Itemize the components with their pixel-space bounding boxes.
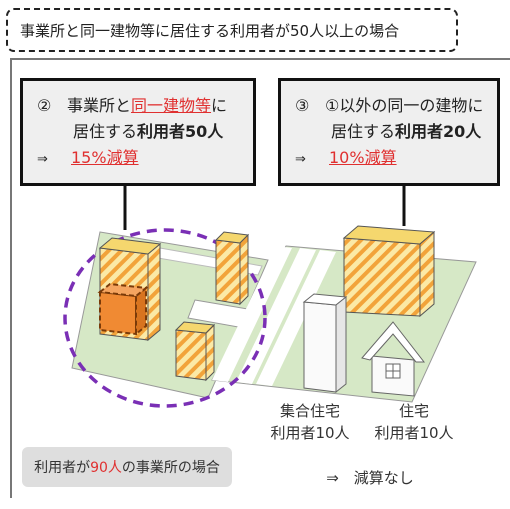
pill-text-a: 利用者が xyxy=(34,460,91,476)
building-right xyxy=(343,237,421,317)
street-stripe-1 xyxy=(212,246,292,382)
header-box: 事業所と同一建物等に居住する利用者が50人以上の場合 xyxy=(6,8,458,52)
callout-right: ③ ①以外の同一の建物に 居住する利用者20人 ⇒ 10%減算 xyxy=(278,78,500,186)
callout-left-line1a: 事業所と xyxy=(67,96,132,115)
callout-left: ② 事業所と同一建物等に 居住する利用者50人 ⇒ 15%減算 xyxy=(20,78,256,186)
street-stripe-2 xyxy=(236,248,316,384)
building-small-1 xyxy=(215,239,241,305)
facility-circle xyxy=(63,228,267,408)
callout-left-reduction: 15%減算 xyxy=(71,148,139,167)
callout-right-arrow: ⇒ xyxy=(295,152,306,167)
apartment-label: 集合住宅 利用者10人 xyxy=(262,400,358,444)
callout-left-arrow: ⇒ xyxy=(37,152,48,167)
callout-right-reduction: 10%減算 xyxy=(329,148,397,167)
callout-left-users: 利用者50人 xyxy=(137,122,224,141)
callout-left-line1c: に xyxy=(211,96,228,115)
pill-count: 90人 xyxy=(90,460,122,476)
callout-left-building-link: 同一建物等 xyxy=(131,96,212,115)
callout-left-number: ② xyxy=(37,96,52,115)
result-text: ⇒ 減算なし xyxy=(326,469,414,487)
pill-text-c: の事業所の場合 xyxy=(121,460,220,476)
frame-top-rule xyxy=(10,58,510,60)
header-title: 事業所と同一建物等に居住する利用者が50人以上の場合 xyxy=(20,21,400,40)
callout-right-line1: ①以外の同一の建物に xyxy=(325,96,484,115)
house-label-title: 住宅 xyxy=(398,402,429,420)
frame-left-rule xyxy=(10,58,12,498)
callout-right-users: 利用者20人 xyxy=(395,122,482,141)
office-box xyxy=(99,290,137,336)
street-stripe-3 xyxy=(256,250,336,386)
callout-right-line2a: 居住する xyxy=(331,122,396,141)
house-label-users: 利用者10人 xyxy=(374,424,454,442)
callout-right-number: ③ xyxy=(295,96,310,115)
house-label: 住宅 利用者10人 xyxy=(366,400,462,444)
apartment-label-users: 利用者10人 xyxy=(270,424,350,442)
apartment-label-title: 集合住宅 xyxy=(279,402,340,420)
apartment-building xyxy=(303,301,337,393)
building-main xyxy=(98,237,162,255)
building-small-2 xyxy=(175,329,207,381)
callout-left-line2a: 居住する xyxy=(73,122,138,141)
